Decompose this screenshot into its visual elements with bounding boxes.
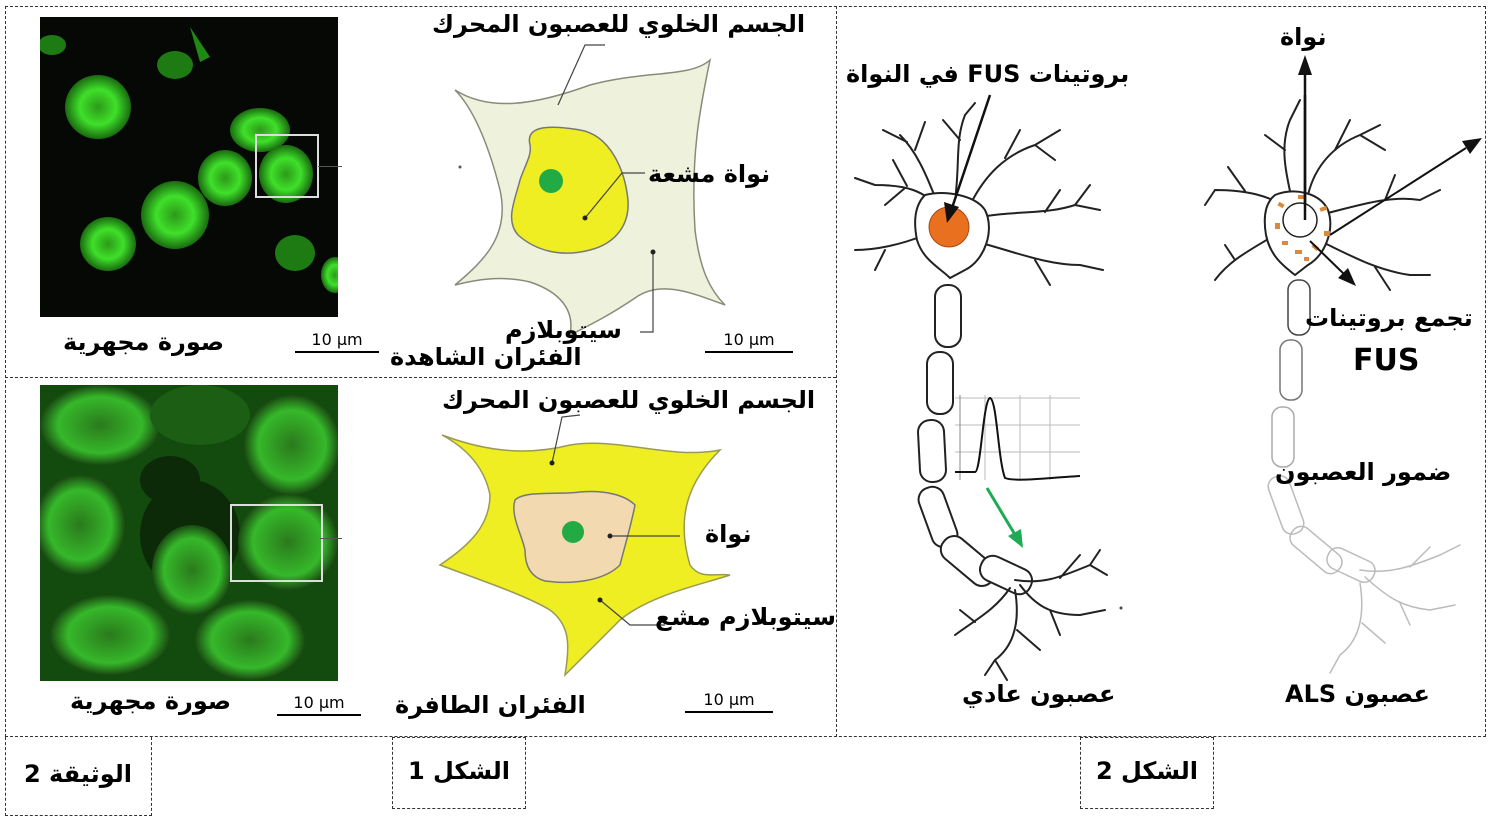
figure2-tag: الشكل 2 — [1080, 742, 1214, 800]
soma-label-control: الجسم الخلوي للعصبون المحرك — [432, 12, 805, 36]
caption-normal-neuron: عصبون عادي — [962, 682, 1115, 706]
als-terminal-faded — [1330, 545, 1460, 673]
micrograph-control — [40, 17, 338, 317]
schema-control-neuron — [440, 30, 830, 360]
scale-line — [295, 351, 379, 353]
aggregate-label-als-line2: FUS — [1353, 346, 1419, 376]
scale-bar-schema-control: 10 µm — [705, 330, 793, 353]
scale-label: 10 µm — [705, 330, 793, 349]
scale-label: 10 µm — [295, 330, 379, 349]
micrograph-mutant — [40, 385, 338, 681]
figure1-tag: الشكل 1 — [392, 742, 526, 800]
scale-line — [277, 714, 361, 716]
scale-label: 10 µm — [277, 693, 361, 712]
micrograph-callout-line — [318, 166, 342, 167]
nucleus-label-control: نواة مشعة — [648, 162, 770, 186]
cytoplasm-label-control: سيتوبلازم — [505, 318, 622, 342]
scale-bar-schema-mutant: 10 µm — [685, 690, 773, 713]
degeneration-label-als: ضمور العصبون — [1275, 460, 1451, 484]
group-caption-mutant: الفئران الطافرة — [395, 693, 586, 717]
nucleolus — [539, 169, 563, 193]
micrograph-callout-line — [320, 538, 342, 539]
als-arrows — [1280, 45, 1490, 305]
action-potential-graph — [955, 395, 1080, 480]
micro-caption-mutant: صورة مجهرية — [70, 689, 231, 713]
signal-arrow-green — [987, 488, 1023, 548]
nucleus-label-als: نواة — [1280, 25, 1326, 49]
cytoplasm-label-mutant: سيتوبلازم مشع — [655, 605, 836, 629]
nucleolus — [562, 521, 584, 543]
document-tag: الوثيقة 2 — [8, 745, 148, 803]
nucleus-label-mutant: نواة — [705, 522, 751, 546]
soma-label-mutant: الجسم الخلوي للعصبون المحرك — [442, 388, 815, 412]
scale-line — [685, 711, 773, 713]
scale-line — [705, 351, 793, 353]
aggregate-label-als-line1: تجمع بروتينات — [1305, 306, 1473, 330]
scale-label: 10 µm — [685, 690, 773, 709]
schema-mutant-neuron — [430, 395, 830, 685]
frame-divider-vertical — [836, 6, 837, 737]
fus-arrow — [940, 90, 1000, 230]
normal-axon — [915, 285, 1036, 598]
micro-caption-control: صورة مجهرية — [63, 330, 224, 354]
scale-bar-micro-control: 10 µm — [295, 330, 379, 353]
fus-label-normal: بروتينات FUS في النواة — [846, 62, 1129, 86]
caption-als-neuron: عصبون ALS — [1285, 682, 1430, 706]
scale-bar-micro-mutant: 10 µm — [277, 693, 361, 716]
frame-divider-horizontal — [5, 377, 836, 378]
